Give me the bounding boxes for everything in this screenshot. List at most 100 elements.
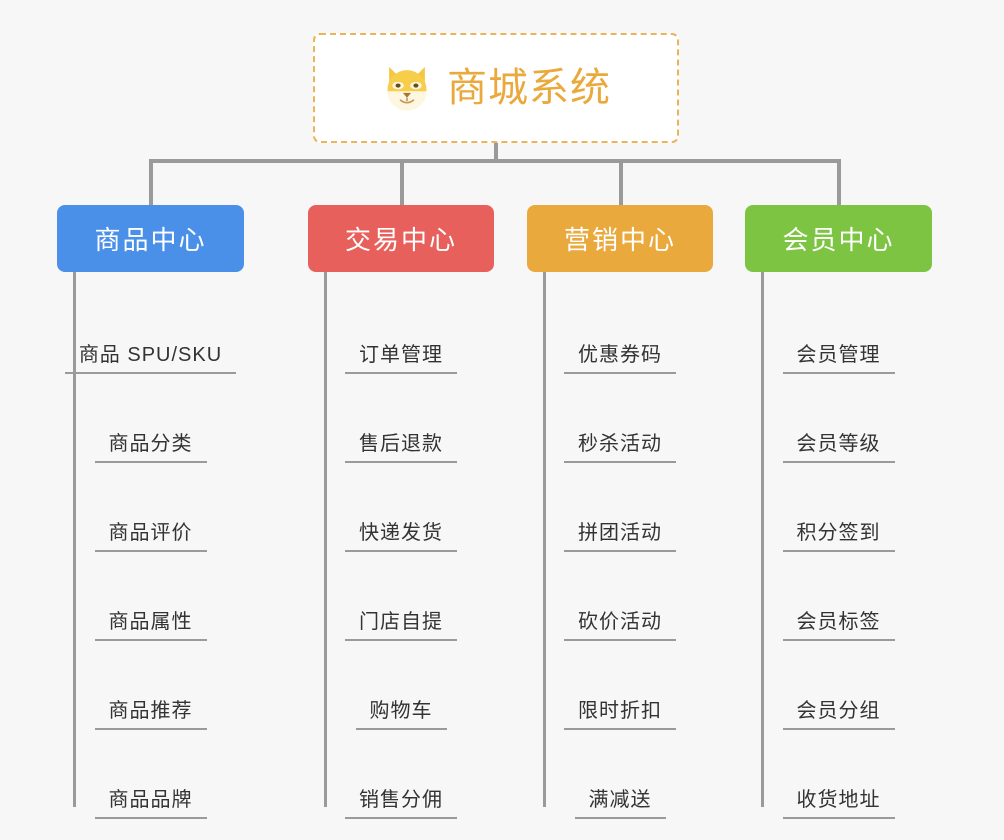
leaf-list-marketing-center: 优惠券码 秒杀活动 拼团活动 砍价活动 限时折扣 [527, 272, 713, 819]
list-item[interactable]: 商品 SPU/SKU [64, 285, 244, 374]
leaf-label: 砍价活动 [578, 611, 662, 633]
leaf-underline: 积分签到 [782, 516, 895, 552]
connector-drop-1 [149, 159, 153, 205]
column-product-center: 商品中心 商品 SPU/SKU 商品分类 商品评价 商品属性 [57, 205, 244, 819]
connector-horizontal-bus [149, 159, 839, 163]
column-marketing-center: 营销中心 优惠券码 秒杀活动 拼团活动 砍价活动 [527, 205, 713, 819]
leaf-underline: 购物车 [355, 694, 447, 730]
column-header-label: 营销中心 [563, 225, 676, 255]
list-item[interactable]: 会员等级 [761, 374, 932, 463]
leaf-label: 购物车 [369, 700, 433, 722]
connector-root-stem [494, 143, 498, 163]
list-item[interactable]: 销售分佣 [324, 730, 494, 819]
list-item[interactable]: 会员分组 [761, 641, 932, 730]
leaf-underline: 商品品牌 [94, 783, 207, 819]
shiba-dog-face-icon [387, 66, 427, 111]
root-title: 商城系统 [447, 66, 611, 110]
leaf-underline: 快递发货 [345, 516, 457, 552]
column-header-label: 会员中心 [782, 225, 895, 255]
leaf-list-member-center: 会员管理 会员等级 积分签到 会员标签 会员分组 [745, 272, 932, 819]
leaf-underline: 会员管理 [782, 338, 895, 374]
leaf-underline: 商品属性 [94, 605, 207, 641]
leaf-underline: 优惠券码 [564, 338, 676, 374]
leaf-underline: 会员标签 [782, 605, 895, 641]
leaf-label: 商品分类 [108, 433, 193, 455]
list-item[interactable]: 会员标签 [761, 552, 932, 641]
column-header-product-center[interactable]: 商品中心 [57, 205, 244, 272]
leaf-spine [761, 272, 764, 807]
leaf-underline: 拼团活动 [564, 516, 676, 552]
leaf-list-trade-center: 订单管理 售后退款 快递发货 门店自提 购物车 [308, 272, 494, 819]
column-header-trade-center[interactable]: 交易中心 [308, 205, 494, 272]
leaf-underline: 销售分佣 [345, 783, 457, 819]
column-header-label: 交易中心 [344, 225, 457, 255]
leaf-underline: 商品 SPU/SKU [64, 338, 237, 374]
leaf-underline: 砍价活动 [564, 605, 676, 641]
leaf-label: 限时折扣 [578, 700, 662, 722]
list-item[interactable]: 优惠券码 [543, 285, 713, 374]
leaf-label: 商品评价 [108, 522, 193, 544]
leaf-label: 秒杀活动 [578, 433, 662, 455]
list-item[interactable]: 砍价活动 [543, 552, 713, 641]
leaf-label: 收货地址 [796, 789, 881, 811]
leaf-spine [543, 272, 546, 807]
list-item[interactable]: 商品评价 [73, 463, 244, 552]
list-item[interactable]: 秒杀活动 [543, 374, 713, 463]
leaf-label: 拼团活动 [578, 522, 662, 544]
list-item[interactable]: 会员管理 [761, 285, 932, 374]
leaf-list-product-center: 商品 SPU/SKU 商品分类 商品评价 商品属性 商品推荐 [57, 272, 244, 819]
list-item[interactable]: 限时折扣 [543, 641, 713, 730]
leaf-label: 满减送 [588, 789, 652, 811]
leaf-label: 商品推荐 [108, 700, 193, 722]
leaf-underline: 门店自提 [345, 605, 457, 641]
list-item[interactable]: 积分签到 [761, 463, 932, 552]
leaf-spine [73, 272, 76, 807]
list-item[interactable]: 售后退款 [324, 374, 494, 463]
leaf-label: 快递发货 [359, 522, 443, 544]
list-item[interactable]: 满减送 [543, 730, 713, 819]
leaf-label: 商品属性 [108, 611, 193, 633]
list-item[interactable]: 商品分类 [73, 374, 244, 463]
leaf-underline: 订单管理 [345, 338, 457, 374]
leaf-underline: 会员分组 [782, 694, 895, 730]
leaf-label: 售后退款 [359, 433, 443, 455]
leaf-label: 积分签到 [796, 522, 881, 544]
list-item[interactable]: 拼团活动 [543, 463, 713, 552]
leaf-label: 会员管理 [796, 344, 881, 366]
column-header-label: 商品中心 [94, 225, 207, 255]
leaf-label: 订单管理 [359, 344, 443, 366]
connector-drop-3 [619, 159, 623, 205]
list-item[interactable]: 商品推荐 [73, 641, 244, 730]
leaf-underline: 商品推荐 [94, 694, 207, 730]
column-member-center: 会员中心 会员管理 会员等级 积分签到 会员标签 [745, 205, 932, 819]
leaf-label: 销售分佣 [359, 789, 443, 811]
list-item[interactable]: 订单管理 [324, 285, 494, 374]
leaf-label: 门店自提 [359, 611, 443, 633]
leaf-label: 会员分组 [796, 700, 881, 722]
leaf-label: 优惠券码 [578, 344, 662, 366]
list-item[interactable]: 门店自提 [324, 552, 494, 641]
list-item[interactable]: 购物车 [324, 641, 494, 730]
leaf-underline: 满减送 [574, 783, 666, 819]
root-node-mall-system[interactable]: 商城系统 [313, 33, 679, 143]
list-item[interactable]: 快递发货 [324, 463, 494, 552]
leaf-underline: 秒杀活动 [564, 427, 676, 463]
list-item[interactable]: 商品品牌 [73, 730, 244, 819]
leaf-underline: 售后退款 [345, 427, 457, 463]
leaf-label: 会员等级 [796, 433, 881, 455]
connector-drop-2 [400, 159, 404, 205]
leaf-spine [324, 272, 327, 807]
leaf-underline: 收货地址 [782, 783, 895, 819]
leaf-underline: 限时折扣 [564, 694, 676, 730]
leaf-label: 会员标签 [796, 611, 881, 633]
list-item[interactable]: 商品属性 [73, 552, 244, 641]
list-item[interactable]: 收货地址 [761, 730, 932, 819]
leaf-label: 商品品牌 [108, 789, 193, 811]
connector-drop-4 [837, 159, 841, 205]
leaf-label: 商品 SPU/SKU [78, 344, 223, 366]
column-header-member-center[interactable]: 会员中心 [745, 205, 932, 272]
column-trade-center: 交易中心 订单管理 售后退款 快递发货 门店自提 [308, 205, 494, 819]
leaf-underline: 会员等级 [782, 427, 895, 463]
column-header-marketing-center[interactable]: 营销中心 [527, 205, 713, 272]
